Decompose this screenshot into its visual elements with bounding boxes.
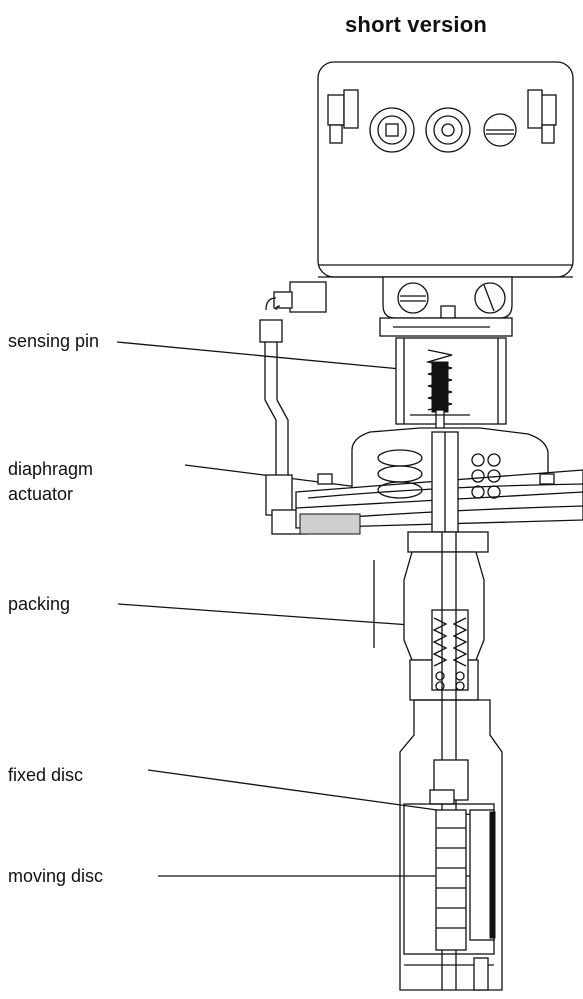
mounting-block [379,276,513,337]
label-sensing-pin: sensing pin [8,331,100,351]
label-actuator: actuator [8,484,74,504]
leader-packing [117,603,453,629]
positioner-housing [317,61,574,278]
moving-disc [435,809,467,951]
packing [431,609,469,691]
label-diaphragm: diaphragm [8,459,94,479]
air-tube [259,281,327,535]
diagram-title: short version [345,12,487,37]
leader-sensing-pin [116,341,433,373]
bonnet [373,531,489,701]
label-packing: packing [8,594,71,614]
fixed-disc [469,809,496,941]
valve-body [399,699,503,991]
label-fixed-disc: fixed disc [8,765,84,785]
diaphragm-actuator [295,427,583,535]
label-moving-disc: moving disc [8,866,104,886]
spring-housing [395,337,507,433]
